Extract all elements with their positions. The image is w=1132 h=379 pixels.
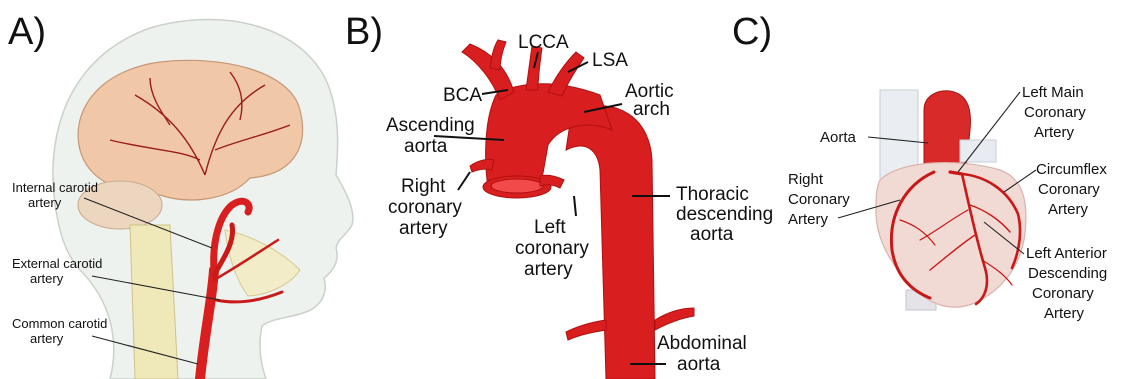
label-right-coronary-line2: coronary bbox=[388, 197, 462, 218]
label-internal-carotid-line1: Internal carotid bbox=[12, 180, 98, 195]
label-lcca: LCCA bbox=[518, 32, 569, 53]
panel-c-letter: C) bbox=[732, 11, 772, 53]
superior-vena-cava bbox=[960, 140, 996, 162]
label-left-coronary-line3: artery bbox=[524, 259, 573, 280]
label-left-coronary-line1: Left bbox=[534, 217, 566, 238]
label-right-coronary-line3: Artery bbox=[788, 211, 829, 228]
panel-c: C) Aorta Left Main Coronary Art bbox=[732, 11, 1107, 322]
label-aorta: Aorta bbox=[820, 129, 857, 146]
heart bbox=[876, 163, 1026, 308]
label-bca: BCA bbox=[443, 85, 482, 106]
label-right-coronary-line1: Right bbox=[401, 176, 446, 197]
panel-a: A) Internal bbox=[8, 11, 353, 379]
aortic-root-inner bbox=[491, 179, 543, 193]
label-internal-carotid-line2: artery bbox=[28, 195, 62, 210]
left-main-coronary bbox=[950, 172, 962, 174]
label-external-carotid-line2: artery bbox=[30, 271, 64, 286]
panel-a-letter: A) bbox=[8, 11, 46, 53]
label-thoracic-line3: aorta bbox=[690, 224, 734, 245]
label-aortic-arch-line2: arch bbox=[633, 99, 670, 120]
label-right-coronary-line1: Right bbox=[788, 171, 824, 188]
panel-b: B) bbox=[345, 11, 773, 379]
label-right-coronary-line2: Coronary bbox=[788, 191, 850, 208]
right-coronary-stub bbox=[470, 159, 494, 172]
label-lsa: LSA bbox=[592, 50, 628, 71]
label-right-coronary-line3: artery bbox=[399, 218, 448, 239]
label-circumflex-line3: Artery bbox=[1048, 201, 1089, 218]
label-lad-line2: Descending bbox=[1028, 265, 1107, 282]
label-lad-line1: Left Anterior bbox=[1026, 245, 1107, 262]
label-thoracic-line2: descending bbox=[676, 204, 773, 225]
label-circumflex-line2: Coronary bbox=[1038, 181, 1100, 198]
label-abdominal-line2: aorta bbox=[677, 354, 721, 375]
label-circumflex-line1: Circumflex bbox=[1036, 161, 1107, 178]
label-abdominal-line1: Abdominal bbox=[657, 333, 747, 354]
label-common-carotid-line2: artery bbox=[30, 331, 64, 346]
label-external-carotid-line1: External carotid bbox=[12, 256, 102, 271]
label-common-carotid-line1: Common carotid bbox=[12, 316, 107, 331]
label-thoracic-line1: Thoracic bbox=[676, 184, 749, 205]
label-ascending-aorta-line1: Ascending bbox=[386, 115, 475, 136]
spine bbox=[130, 225, 178, 379]
label-lad-line3: Coronary bbox=[1032, 285, 1094, 302]
label-left-coronary-line2: coronary bbox=[515, 238, 589, 259]
label-ascending-aorta-line2: aorta bbox=[404, 136, 448, 157]
panel-b-letter: B) bbox=[345, 11, 383, 53]
arrow-left-coronary bbox=[574, 196, 576, 216]
label-lad-line4: Artery bbox=[1044, 305, 1085, 322]
label-left-main-line3: Artery bbox=[1034, 124, 1075, 141]
abdominal-branch-left bbox=[566, 320, 606, 340]
label-left-main-line1: Left Main bbox=[1022, 84, 1084, 101]
abdominal-branch-right bbox=[655, 308, 694, 330]
arrow-right-coronary bbox=[458, 172, 470, 190]
label-left-main-line2: Coronary bbox=[1024, 104, 1086, 121]
